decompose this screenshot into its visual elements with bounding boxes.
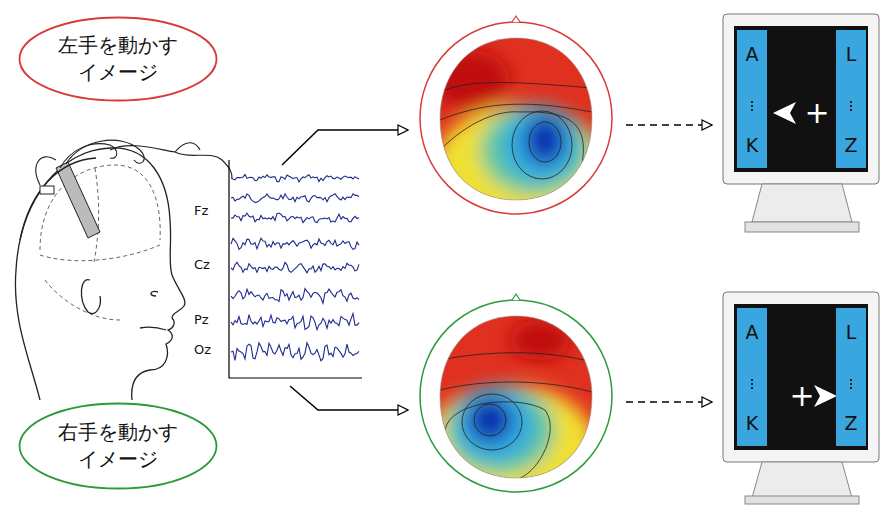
eeg-trace <box>231 175 359 182</box>
eeg-trace <box>231 289 359 304</box>
eeg-trace <box>231 213 359 223</box>
channel-label: Cz <box>194 258 210 271</box>
imagery-text: 右手を動かす イメージ <box>50 419 186 473</box>
fixation-cross: + <box>804 98 829 128</box>
letter: Z <box>844 135 857 156</box>
ellipse-outline <box>18 16 218 102</box>
electrode-wires <box>36 140 232 185</box>
eeg-trace <box>231 238 359 249</box>
letter: Z <box>844 413 857 434</box>
map-ring <box>420 300 612 492</box>
electrode-strip <box>56 162 100 238</box>
letter: K <box>746 135 758 156</box>
monitor <box>723 292 879 504</box>
eeg-traces <box>231 175 359 361</box>
eeg-trace <box>231 343 359 361</box>
arrow-to-map <box>290 386 408 410</box>
channel-label: Pz <box>194 313 209 326</box>
letter: L <box>846 44 857 65</box>
letter-bar: AK <box>737 308 767 446</box>
fixation-cross: + <box>789 381 814 411</box>
letter-bar: LZ <box>836 308 866 446</box>
eeg-trace <box>231 262 359 273</box>
map-ring <box>420 22 612 214</box>
letter: A <box>746 322 759 343</box>
letter-bar: AK <box>737 30 767 168</box>
head-outline <box>15 148 184 400</box>
monitor <box>723 14 879 232</box>
cap-rim <box>20 158 96 240</box>
thought-ellipse: 左手を動かす イメージ <box>18 16 218 102</box>
brain-lines <box>40 165 160 320</box>
cursor-arrow <box>773 102 796 124</box>
arrow-to-map <box>282 130 408 165</box>
thought-ellipse: 右手を動かす イメージ <box>18 402 218 490</box>
dashed-arrow <box>626 401 712 402</box>
ellipsis-dots <box>751 379 753 389</box>
ellipsis-dots <box>850 379 852 389</box>
letter: K <box>746 413 758 434</box>
eeg-axes <box>229 160 362 378</box>
letter: L <box>846 322 857 343</box>
ellipse-outline <box>18 402 218 490</box>
channel-label: Oz <box>194 343 211 356</box>
channel-label: Fz <box>194 204 208 217</box>
eeg-trace <box>231 194 359 203</box>
letter: A <box>746 44 759 65</box>
ellipsis-dots <box>751 101 753 111</box>
letter-bar: LZ <box>836 30 866 168</box>
imagery-text: 左手を動かす イメージ <box>50 32 186 86</box>
eeg-trace <box>231 314 359 330</box>
topographic-map <box>430 30 605 225</box>
ellipsis-dots <box>850 101 852 111</box>
topographic-map <box>425 308 600 505</box>
dashed-arrow <box>626 124 712 125</box>
cap-clip <box>40 186 54 194</box>
cursor-arrow <box>814 385 837 407</box>
